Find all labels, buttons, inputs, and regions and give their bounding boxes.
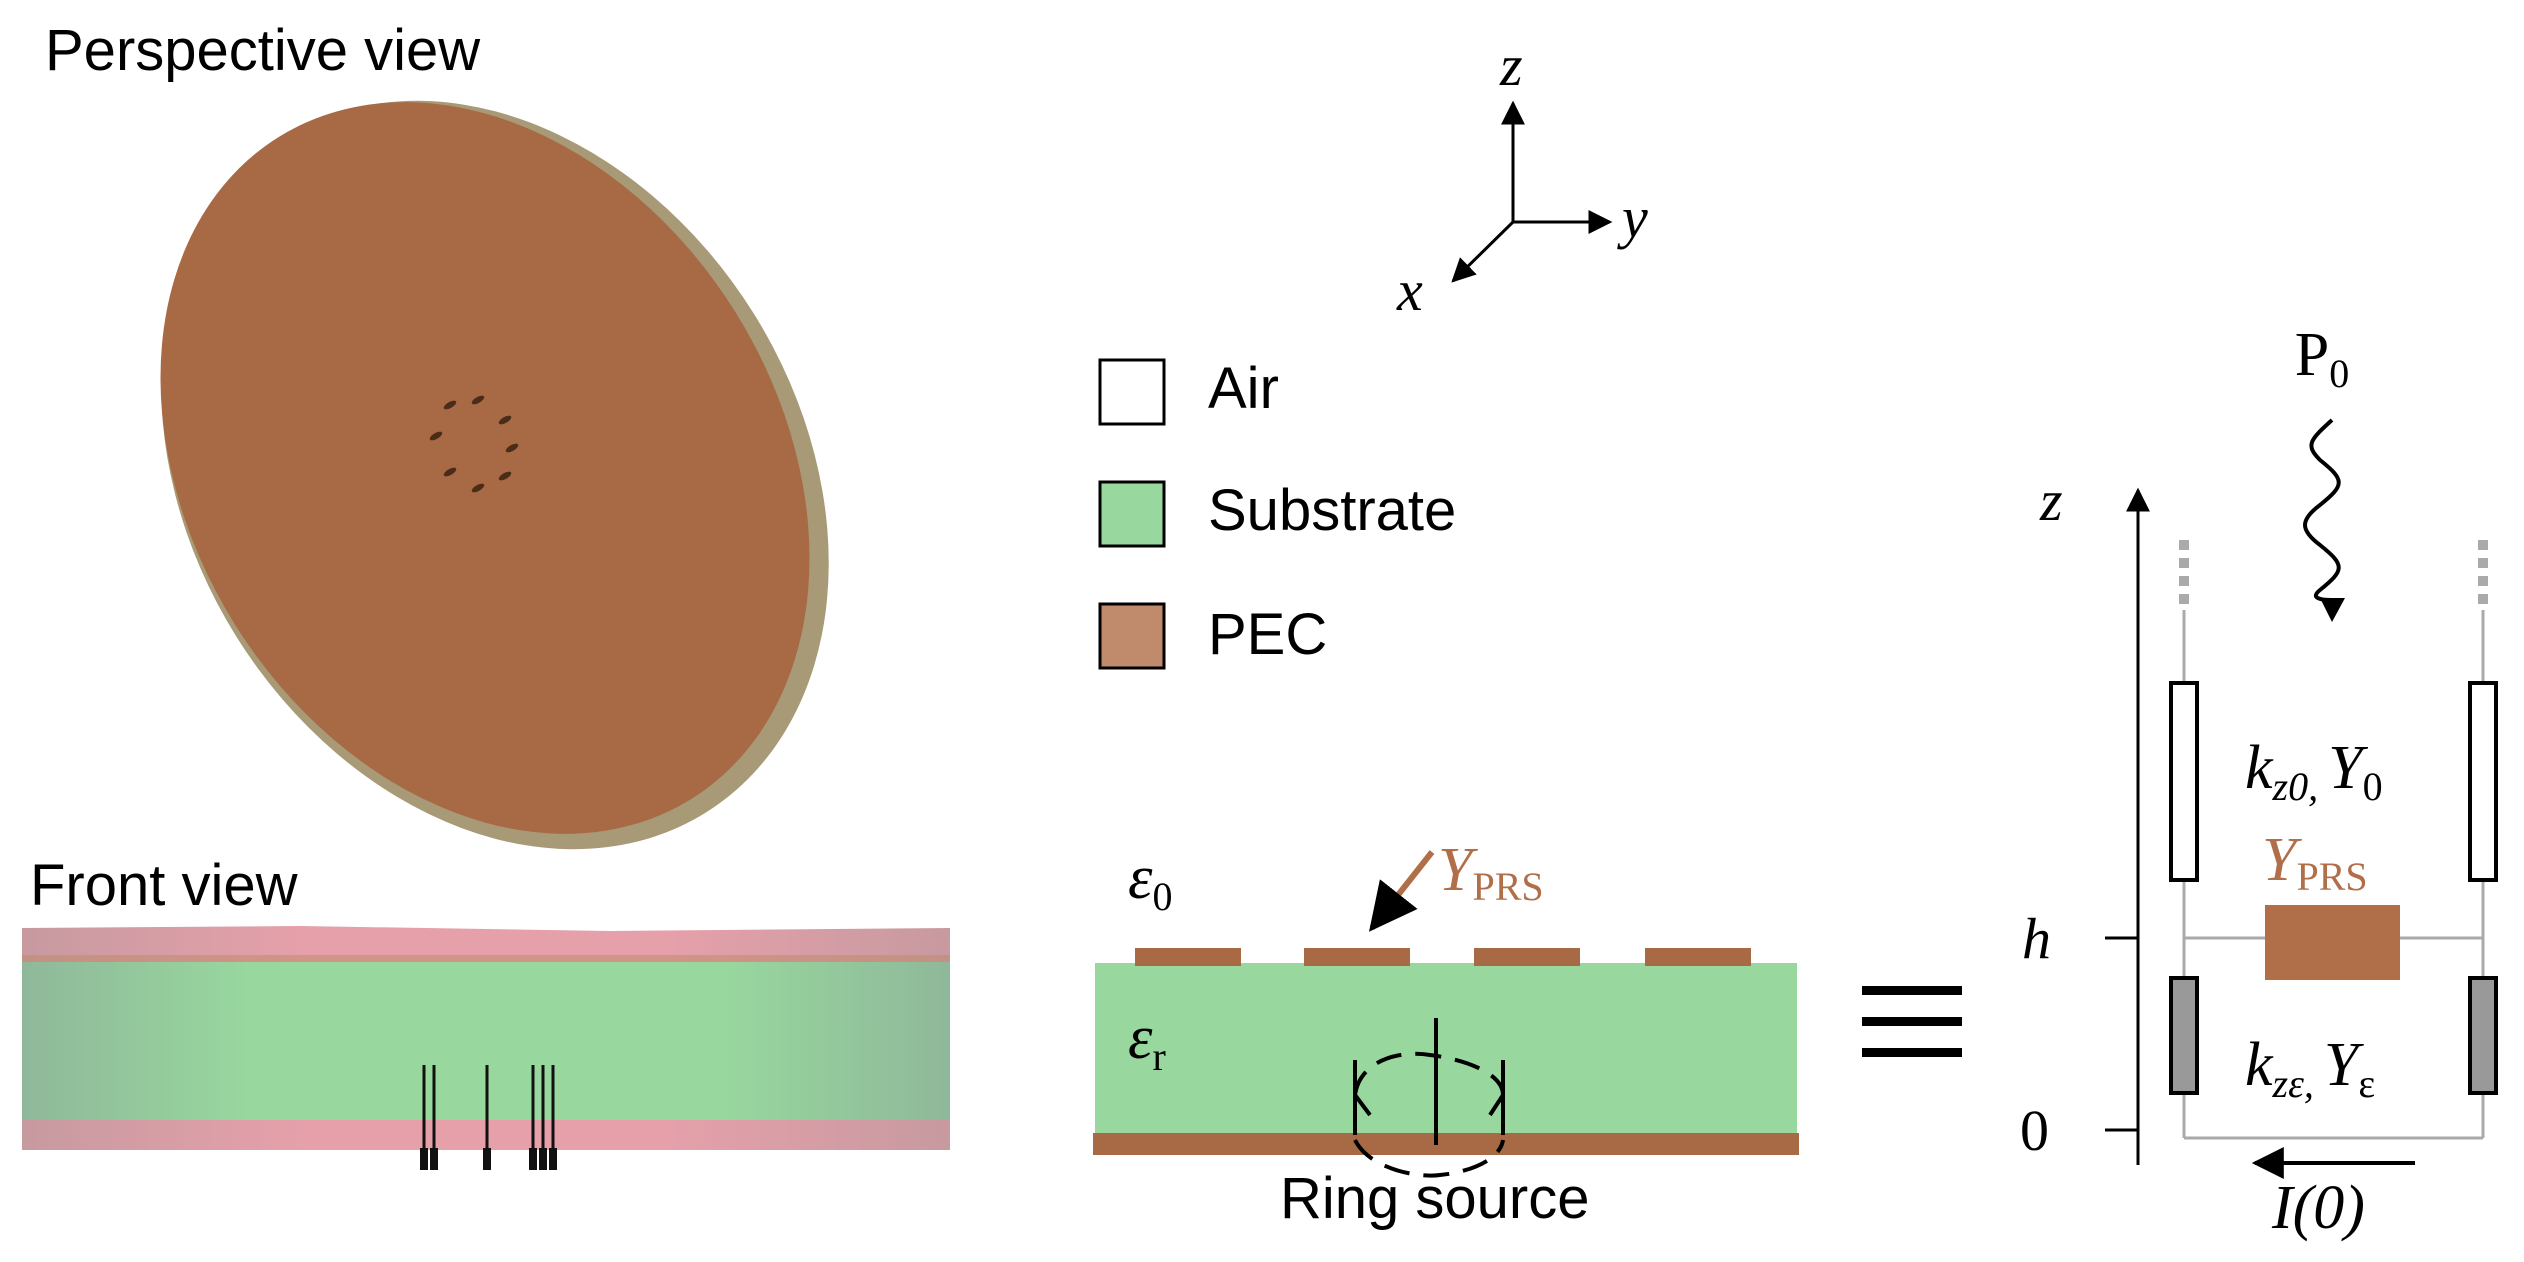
front-pec-layer bbox=[22, 955, 950, 963]
legend-swatch-substrate bbox=[1098, 480, 1166, 548]
legend-label-substrate: Substrate bbox=[1208, 478, 1456, 543]
ring-source bbox=[1353, 1018, 1505, 1178]
front-view-title: Front view bbox=[30, 853, 299, 918]
disk-center-probe-ring bbox=[429, 395, 519, 493]
h-label: h bbox=[2022, 906, 2051, 971]
front-superstrate bbox=[22, 926, 950, 962]
legend-label-air: Air bbox=[1208, 356, 1279, 421]
top-line-params: kz0,Y0 bbox=[2245, 734, 2383, 809]
cross-yprs-label: YPRS bbox=[1438, 836, 1544, 909]
current-label: I(0) bbox=[2271, 1174, 2365, 1242]
tl-bottom-right bbox=[2468, 976, 2498, 1095]
equivalence-symbol bbox=[1862, 986, 1962, 1057]
circuit-continuation-dots bbox=[2179, 540, 2488, 610]
legend: Air Substrate PEC bbox=[1098, 356, 1456, 670]
epsr-label: εr bbox=[1128, 1004, 1166, 1079]
front-probes bbox=[422, 1065, 555, 1155]
cross-ground-plane bbox=[1093, 1133, 1799, 1155]
ring-source-label: Ring source bbox=[1280, 1166, 1589, 1231]
incident-wave-arrowhead bbox=[2320, 598, 2345, 622]
z-axis-label: z bbox=[1499, 33, 1523, 98]
cross-section: YPRS ε0 εr Ring source bbox=[1093, 836, 1799, 1231]
legend-swatch-pec bbox=[1098, 602, 1166, 670]
yprs-pointer-arrow bbox=[1369, 850, 1435, 932]
circuit-yprs-label: YPRS bbox=[2262, 826, 2368, 899]
incident-wave bbox=[2303, 418, 2341, 602]
coordinate-axes bbox=[1451, 100, 1613, 283]
p0-label: P0 bbox=[2295, 321, 2349, 396]
disk-pec-face bbox=[160, 102, 810, 834]
x-axis-label: x bbox=[1396, 258, 1423, 323]
tl-bottom-left bbox=[2169, 976, 2199, 1095]
tl-top-right bbox=[2468, 681, 2498, 882]
yprs-shunt-element bbox=[2265, 905, 2400, 980]
circuit-z-label: z bbox=[2039, 468, 2063, 533]
cross-prs-patches bbox=[1135, 948, 1751, 966]
legend-label-pec: PEC bbox=[1208, 602, 1327, 667]
perspective-view-title: Perspective view bbox=[45, 18, 481, 83]
eps0-label: ε0 bbox=[1128, 844, 1172, 919]
zero-label: 0 bbox=[2020, 1098, 2049, 1163]
front-probe-feeds bbox=[420, 1148, 557, 1170]
bottom-line-params: kzε,Yε bbox=[2245, 1031, 2375, 1106]
tl-circuit: z h 0 P0 kz0,Y0 YPRS kzε,Yε bbox=[2020, 321, 2498, 1242]
y-axis-label: y bbox=[1617, 185, 1648, 250]
cross-substrate bbox=[1095, 963, 1797, 1133]
tl-top-left bbox=[2169, 681, 2199, 882]
front-view-stack bbox=[22, 926, 950, 1170]
x-axis-arrow bbox=[1451, 220, 1515, 283]
legend-swatch-air bbox=[1098, 358, 1166, 426]
disk-perspective bbox=[160, 100, 829, 850]
